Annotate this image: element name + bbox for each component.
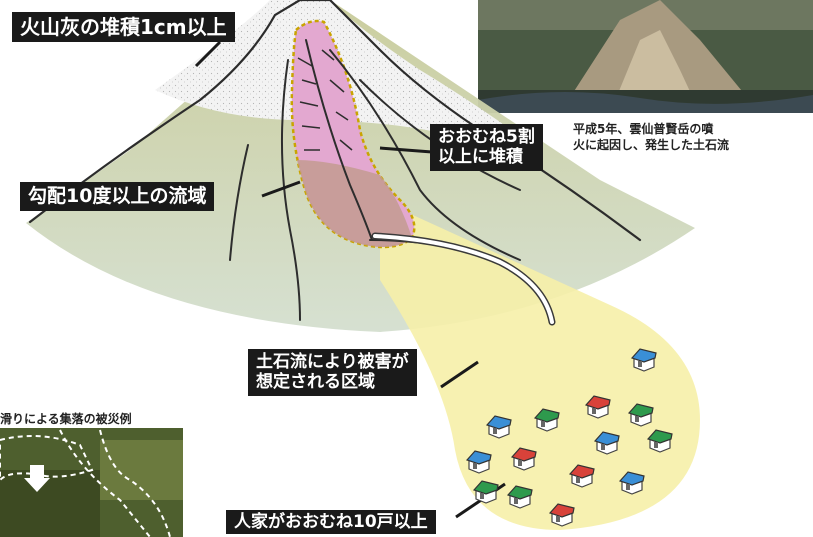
house-icon [465,450,492,474]
house-icon [548,503,575,527]
house-icon [618,471,645,495]
house-icon [485,415,512,439]
landslide-caption-text: 滑りによる集落の被災例 [0,412,132,426]
slope-label: 勾配10度以上の流域 [28,185,207,207]
house-icon [568,464,595,488]
erosion-gullies [297,49,353,151]
unzen-photo [478,0,813,113]
majority-label-line2: 以上に堆積 [438,147,523,168]
unzen-caption-line1: 平成5年、雲仙普賢岳の噴 [573,122,714,136]
house-icon [593,431,620,455]
debris-flow-zone [380,200,700,530]
ash-label: 火山灰の堆積1cm以上 [20,15,227,39]
slope-callout: 勾配10度以上の流域 [20,182,215,211]
damage-label-line2: 想定される区域 [256,372,375,393]
majority-label-line1: おおむね5割 [438,127,535,147]
ash-callout: 火山灰の堆積1cm以上 [12,12,235,42]
house-icon [646,429,673,453]
ash-cover [155,0,540,150]
houses-cluster [465,348,673,527]
unzen-caption: 平成5年、雲仙普賢岳の噴 火に起因し、発生した土石流 [573,121,729,153]
landslide-photo [0,428,183,537]
house-icon [506,485,533,509]
house-icon [584,395,611,419]
house-icon [533,408,560,432]
damage-label-line1: 土石流により被害が [256,352,409,372]
damage-callout: 土石流により被害が 想定される区域 [248,349,417,396]
house-icon [627,403,654,427]
house-icon [472,480,499,504]
houses-callout: 人家がおおむね10戸以上 [226,510,436,535]
unzen-caption-line2: 火に起因し、発生した土石流 [573,138,730,153]
house-icon [630,348,657,372]
landslide-caption: 滑りによる集落の被災例 [0,410,132,427]
majority-callout: おおむね5割 以上に堆積 [430,124,543,171]
house-icon [510,447,537,471]
houses-label: 人家がおおむね10戸以上 [234,512,428,532]
